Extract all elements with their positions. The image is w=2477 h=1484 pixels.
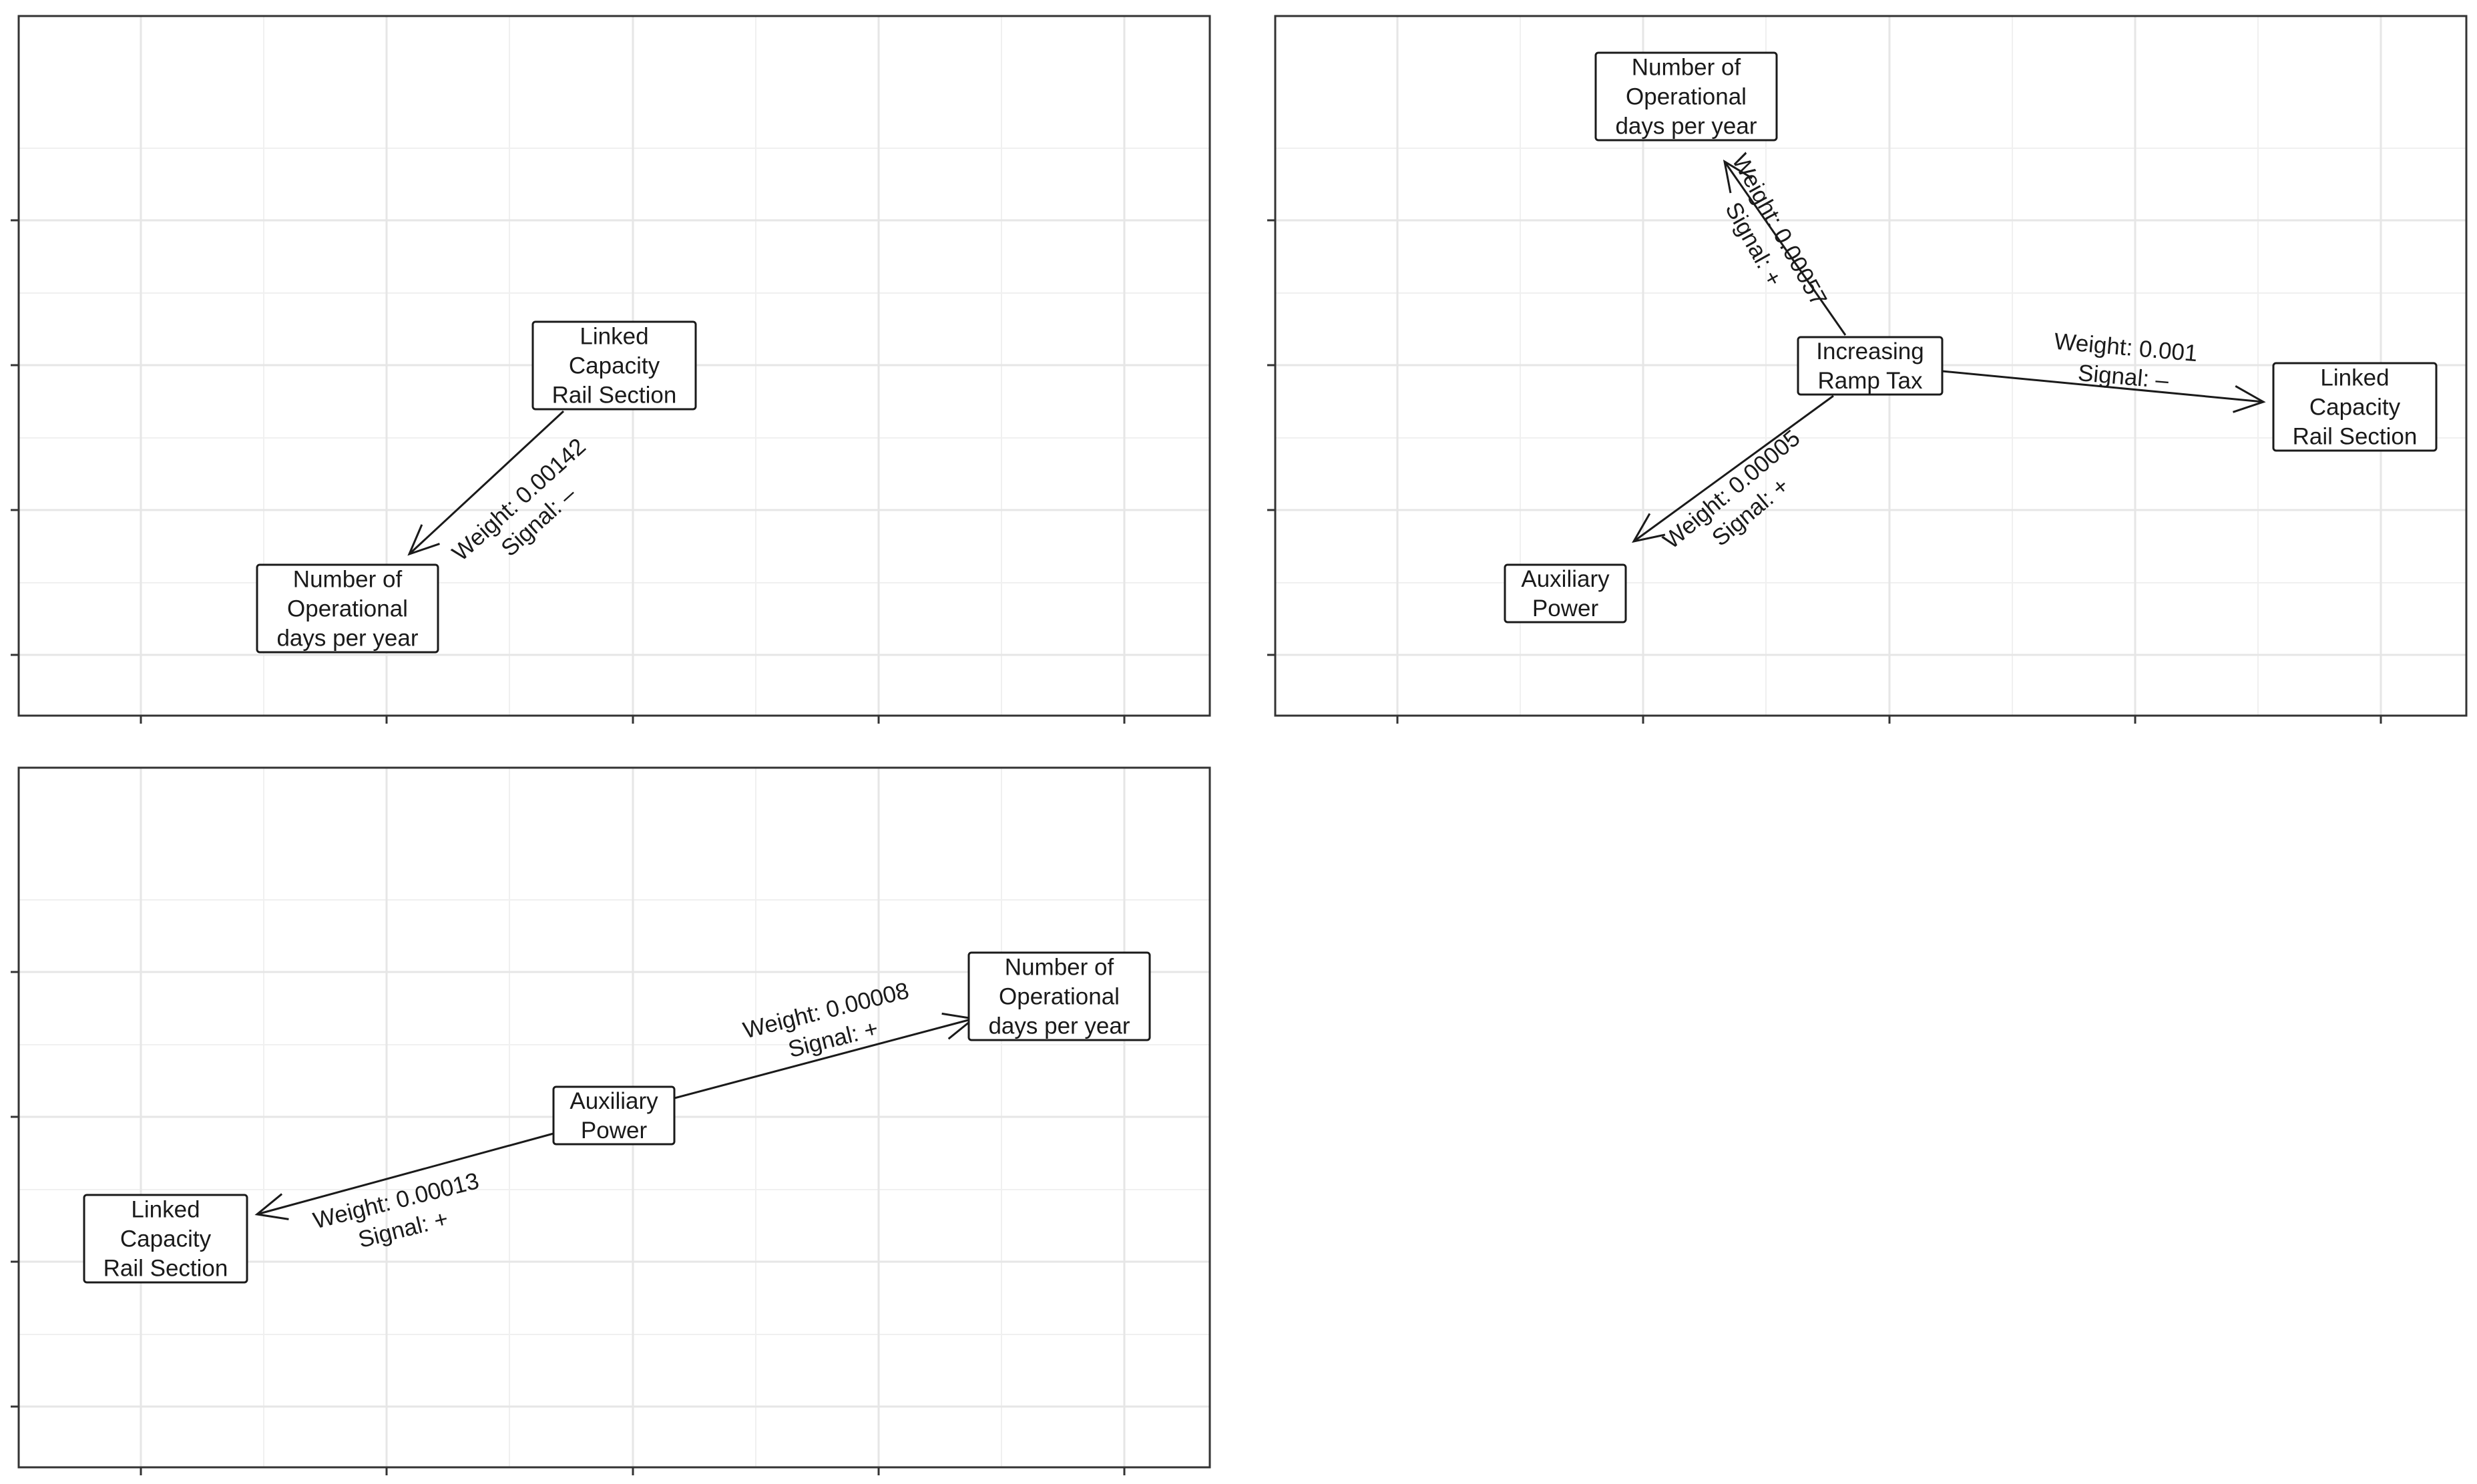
- node-label: Capacity: [120, 1226, 212, 1252]
- node-nodpy: Number of Operational days per year: [967, 951, 1151, 1041]
- edge-line: [1723, 161, 1847, 336]
- edge-line: [1633, 395, 1834, 543]
- axis-ticks: [1267, 219, 2382, 724]
- node-box: [256, 563, 439, 654]
- node-label: days per year: [276, 626, 418, 652]
- arrowhead-icon: [254, 1193, 289, 1220]
- node-label: Ramp Tax: [1818, 368, 1923, 394]
- node-box: [1797, 336, 1944, 396]
- node-label: Linked: [580, 324, 648, 350]
- node-label: Auxiliary: [1521, 566, 1610, 592]
- arrowhead-icon: [1723, 159, 1753, 194]
- node-label: Rail Section: [2293, 424, 2418, 450]
- edge-line: [1942, 370, 2264, 403]
- node-label: Capacity: [2309, 395, 2401, 421]
- edge-line: [408, 410, 565, 555]
- arrowhead-icon: [2233, 385, 2266, 413]
- panel-1: Weight: 0.00142Signal: –LinkedCapacityRa…: [11, 15, 1211, 724]
- node-label: Capacity: [569, 353, 660, 379]
- node-box: [552, 1085, 676, 1146]
- arrowhead-icon: [407, 524, 440, 556]
- panel-3: Weight: 0.00008Signal: +Weight: 0.00013S…: [11, 766, 1211, 1475]
- node-label: Rail Section: [552, 383, 677, 409]
- node-label: days per year: [1615, 113, 1757, 140]
- node-label: Power: [1532, 595, 1599, 622]
- node-label: Operational: [999, 984, 1120, 1010]
- node-label: Increasing: [1816, 338, 1924, 364]
- node-box: [1504, 563, 1627, 624]
- node-label: Number of: [1005, 955, 1114, 981]
- edge-line: [256, 1132, 554, 1216]
- node-label: Power: [581, 1118, 648, 1144]
- node-nodpy: Number of Operational days per year: [1594, 51, 1778, 142]
- node-label: Rail Section: [103, 1256, 228, 1282]
- axis-ticks: [11, 219, 1126, 724]
- node-label: Number of: [293, 567, 403, 593]
- axis-ticks: [11, 971, 1126, 1475]
- node-box: [531, 320, 697, 411]
- node-label: Linked: [131, 1197, 200, 1223]
- node-nodpy: Number of Operational days per year: [256, 563, 439, 654]
- node-box: [2272, 362, 2438, 452]
- node-label: Auxiliary: [570, 1088, 658, 1114]
- node-label: Operational: [1626, 84, 1747, 110]
- node-label: days per year: [988, 1013, 1130, 1039]
- arrowhead-icon: [1632, 513, 1666, 543]
- node-box: [83, 1194, 248, 1284]
- node-box: [1594, 51, 1778, 142]
- edge-line: [674, 1017, 974, 1099]
- panel-2: Weight: 0.00057Signal: +Weight: 0.001Sig…: [1267, 15, 2468, 724]
- node-label: Operational: [287, 596, 408, 622]
- node-label: Number of: [1632, 55, 1741, 81]
- node-box: [967, 951, 1151, 1041]
- node-label: Linked: [2320, 365, 2389, 391]
